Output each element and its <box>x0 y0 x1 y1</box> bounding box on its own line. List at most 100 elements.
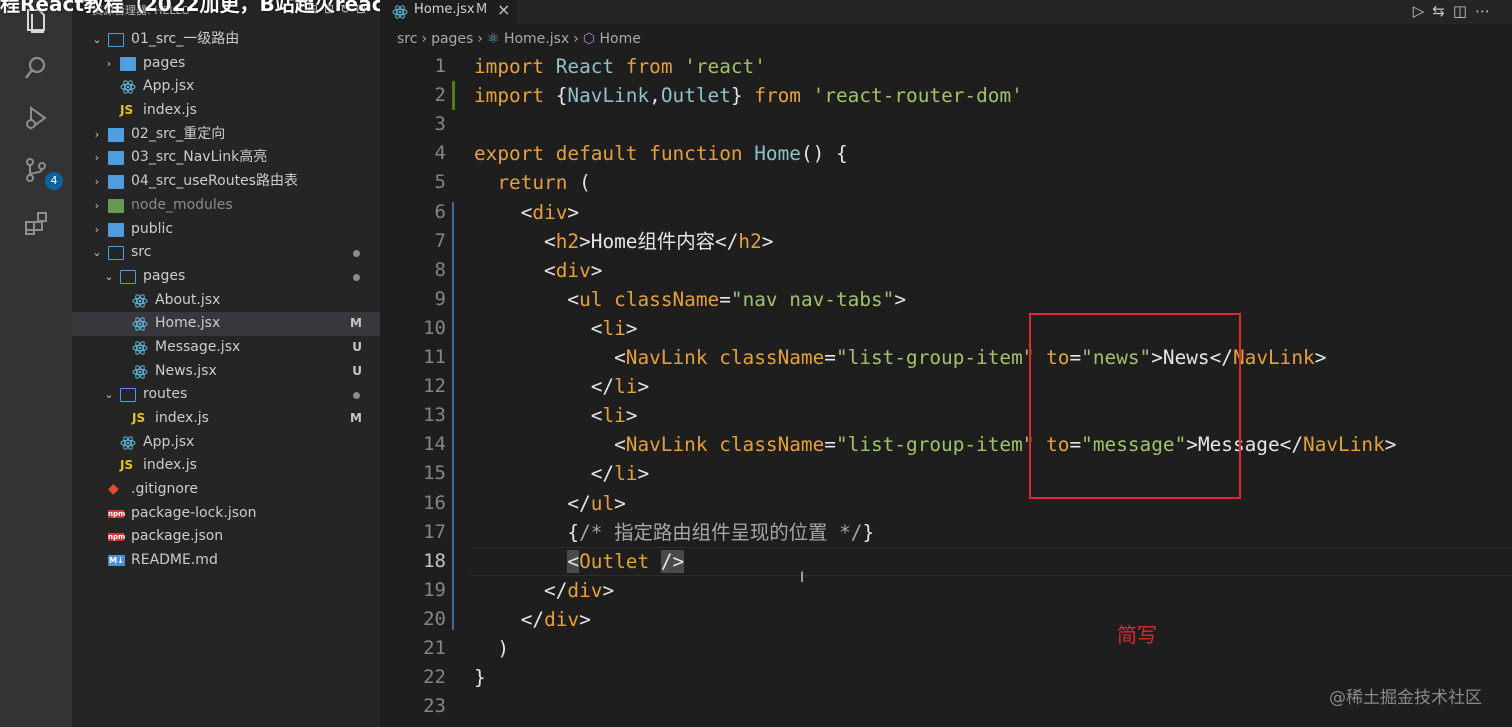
folder-icon <box>108 175 124 190</box>
code-text: </ul> <box>474 489 625 518</box>
code-line[interactable]: 23 <box>380 692 1512 721</box>
breadcrumb-file[interactable]: Home.jsx <box>503 31 570 47</box>
code-line[interactable]: 3 <box>380 110 1512 139</box>
chevron-right-icon[interactable]: › <box>106 56 112 70</box>
line-number: 7 <box>434 229 446 252</box>
code-text: import React from 'react' <box>474 52 766 81</box>
source-control-icon[interactable] <box>22 156 50 184</box>
code-line[interactable]: 17 {/* 指定路由组件呈现的位置 */} <box>380 518 1512 547</box>
code-line[interactable]: 22} <box>380 663 1512 692</box>
tree-item[interactable]: App.jsx <box>72 431 380 455</box>
code-token: < <box>590 404 603 428</box>
tree-item[interactable]: ⌄routes <box>72 383 380 407</box>
tree-item[interactable]: ›node_modules <box>72 194 380 218</box>
code-token <box>474 317 591 340</box>
tree-item[interactable]: ⌄01_src_一级路由 <box>72 28 380 52</box>
tree-item[interactable]: ›02_src_重定向 <box>72 123 380 147</box>
code-line[interactable]: 13 <li> <box>380 401 1512 430</box>
code-line[interactable]: 5 return ( <box>380 168 1512 197</box>
code-token: className <box>614 287 720 311</box>
chevron-right-icon[interactable]: › <box>94 127 100 141</box>
chevron-right-icon[interactable]: › <box>94 175 100 189</box>
tab-home-jsx[interactable]: Home.jsx M × <box>380 0 517 24</box>
tree-item[interactable]: App.jsx <box>72 75 380 99</box>
code-token <box>474 230 544 253</box>
code-line[interactable]: 10 <li> <box>380 314 1512 343</box>
tree-item[interactable]: ›04_src_useRoutes路由表 <box>72 170 380 194</box>
code-token: < <box>520 200 533 224</box>
code-line[interactable]: 7 <h2>Home组件内容</h2> <box>380 227 1512 256</box>
code-line[interactable]: 15 </li> <box>380 459 1512 488</box>
editor-actions[interactable]: ▷⇆◫⋯ <box>1412 2 1498 20</box>
breadcrumb-src[interactable]: src <box>397 31 418 47</box>
chevron-right-icon[interactable]: › <box>94 222 100 236</box>
chevron-down-icon[interactable]: ⌄ <box>104 269 114 283</box>
code-text: <div> <box>474 198 579 227</box>
code-token: div <box>532 200 568 224</box>
git-status-badge: M <box>350 411 362 425</box>
code-line[interactable]: 20 </div> <box>380 605 1512 634</box>
search-icon[interactable] <box>22 54 50 82</box>
breadcrumb-pages[interactable]: pages <box>431 31 474 47</box>
react-icon <box>132 340 148 356</box>
line-number: 21 <box>423 637 446 659</box>
code-line[interactable]: 8 <div> <box>380 256 1512 285</box>
folder-icon <box>108 33 124 47</box>
explorer-actions[interactable]: ⊞⊞↻⊟⋯ <box>308 2 391 16</box>
chevron-down-icon[interactable]: ⌄ <box>92 246 102 260</box>
tree-item[interactable]: ›public <box>72 218 380 242</box>
code-line[interactable]: 6 <div> <box>380 198 1512 227</box>
code-token: export <box>474 142 545 166</box>
code-line[interactable]: 18 <Outlet /> <box>380 546 1512 576</box>
tree-item[interactable]: M↓README.md <box>72 549 380 573</box>
code-token <box>474 375 591 398</box>
chevron-right-icon[interactable]: › <box>94 151 100 165</box>
code-token: Message <box>1197 433 1280 457</box>
breadcrumb-symbol[interactable]: Home <box>599 31 641 47</box>
code-line[interactable]: 11 <NavLink className="list-group-item" … <box>380 343 1512 372</box>
line-number: 1 <box>434 55 446 77</box>
javascript-icon: JS <box>120 458 134 473</box>
code-token: </ <box>590 462 615 486</box>
extensions-icon[interactable] <box>22 210 50 238</box>
code-line[interactable]: 16 </ul> <box>380 489 1512 518</box>
markdown-icon: M↓ <box>108 555 125 567</box>
chevron-right-icon[interactable]: › <box>94 198 100 212</box>
tree-item[interactable]: ›pages <box>72 52 380 76</box>
close-icon[interactable]: × <box>497 0 511 19</box>
code-line[interactable]: 12 </li> <box>380 372 1512 401</box>
npm-icon: npm <box>108 533 126 542</box>
code-token <box>614 55 626 78</box>
chevron-down-icon[interactable]: ⌄ <box>104 388 114 402</box>
code-token: h2 <box>555 229 580 253</box>
code-token: "list-group-item" <box>835 346 1035 369</box>
tree-item[interactable]: ›03_src_NavLink高亮 <box>72 146 380 170</box>
code-line[interactable]: 14 <NavLink className="list-group-item" … <box>380 430 1512 459</box>
chevron-down-icon[interactable]: ⌄ <box>92 33 102 46</box>
code-token: > <box>1186 433 1198 457</box>
code-token: h2 <box>738 229 762 253</box>
code-line[interactable]: 9 <ul className="nav nav-tabs"> <box>380 285 1512 314</box>
tree-item[interactable]: About.jsx <box>72 289 380 313</box>
tree-item[interactable]: ⌄pages <box>72 265 380 289</box>
run-debug-icon[interactable] <box>22 104 50 132</box>
code-line[interactable]: 21 ) <box>380 634 1512 663</box>
tree-item[interactable]: ⌄src <box>72 241 380 265</box>
code-line[interactable]: 19 </div> <box>380 576 1512 605</box>
explorer-icon[interactable] <box>22 6 50 34</box>
code-token <box>474 462 591 485</box>
tree-item[interactable]: ◆.gitignore <box>72 478 380 502</box>
code-line[interactable]: 1 import React from 'react' <box>380 52 1512 81</box>
